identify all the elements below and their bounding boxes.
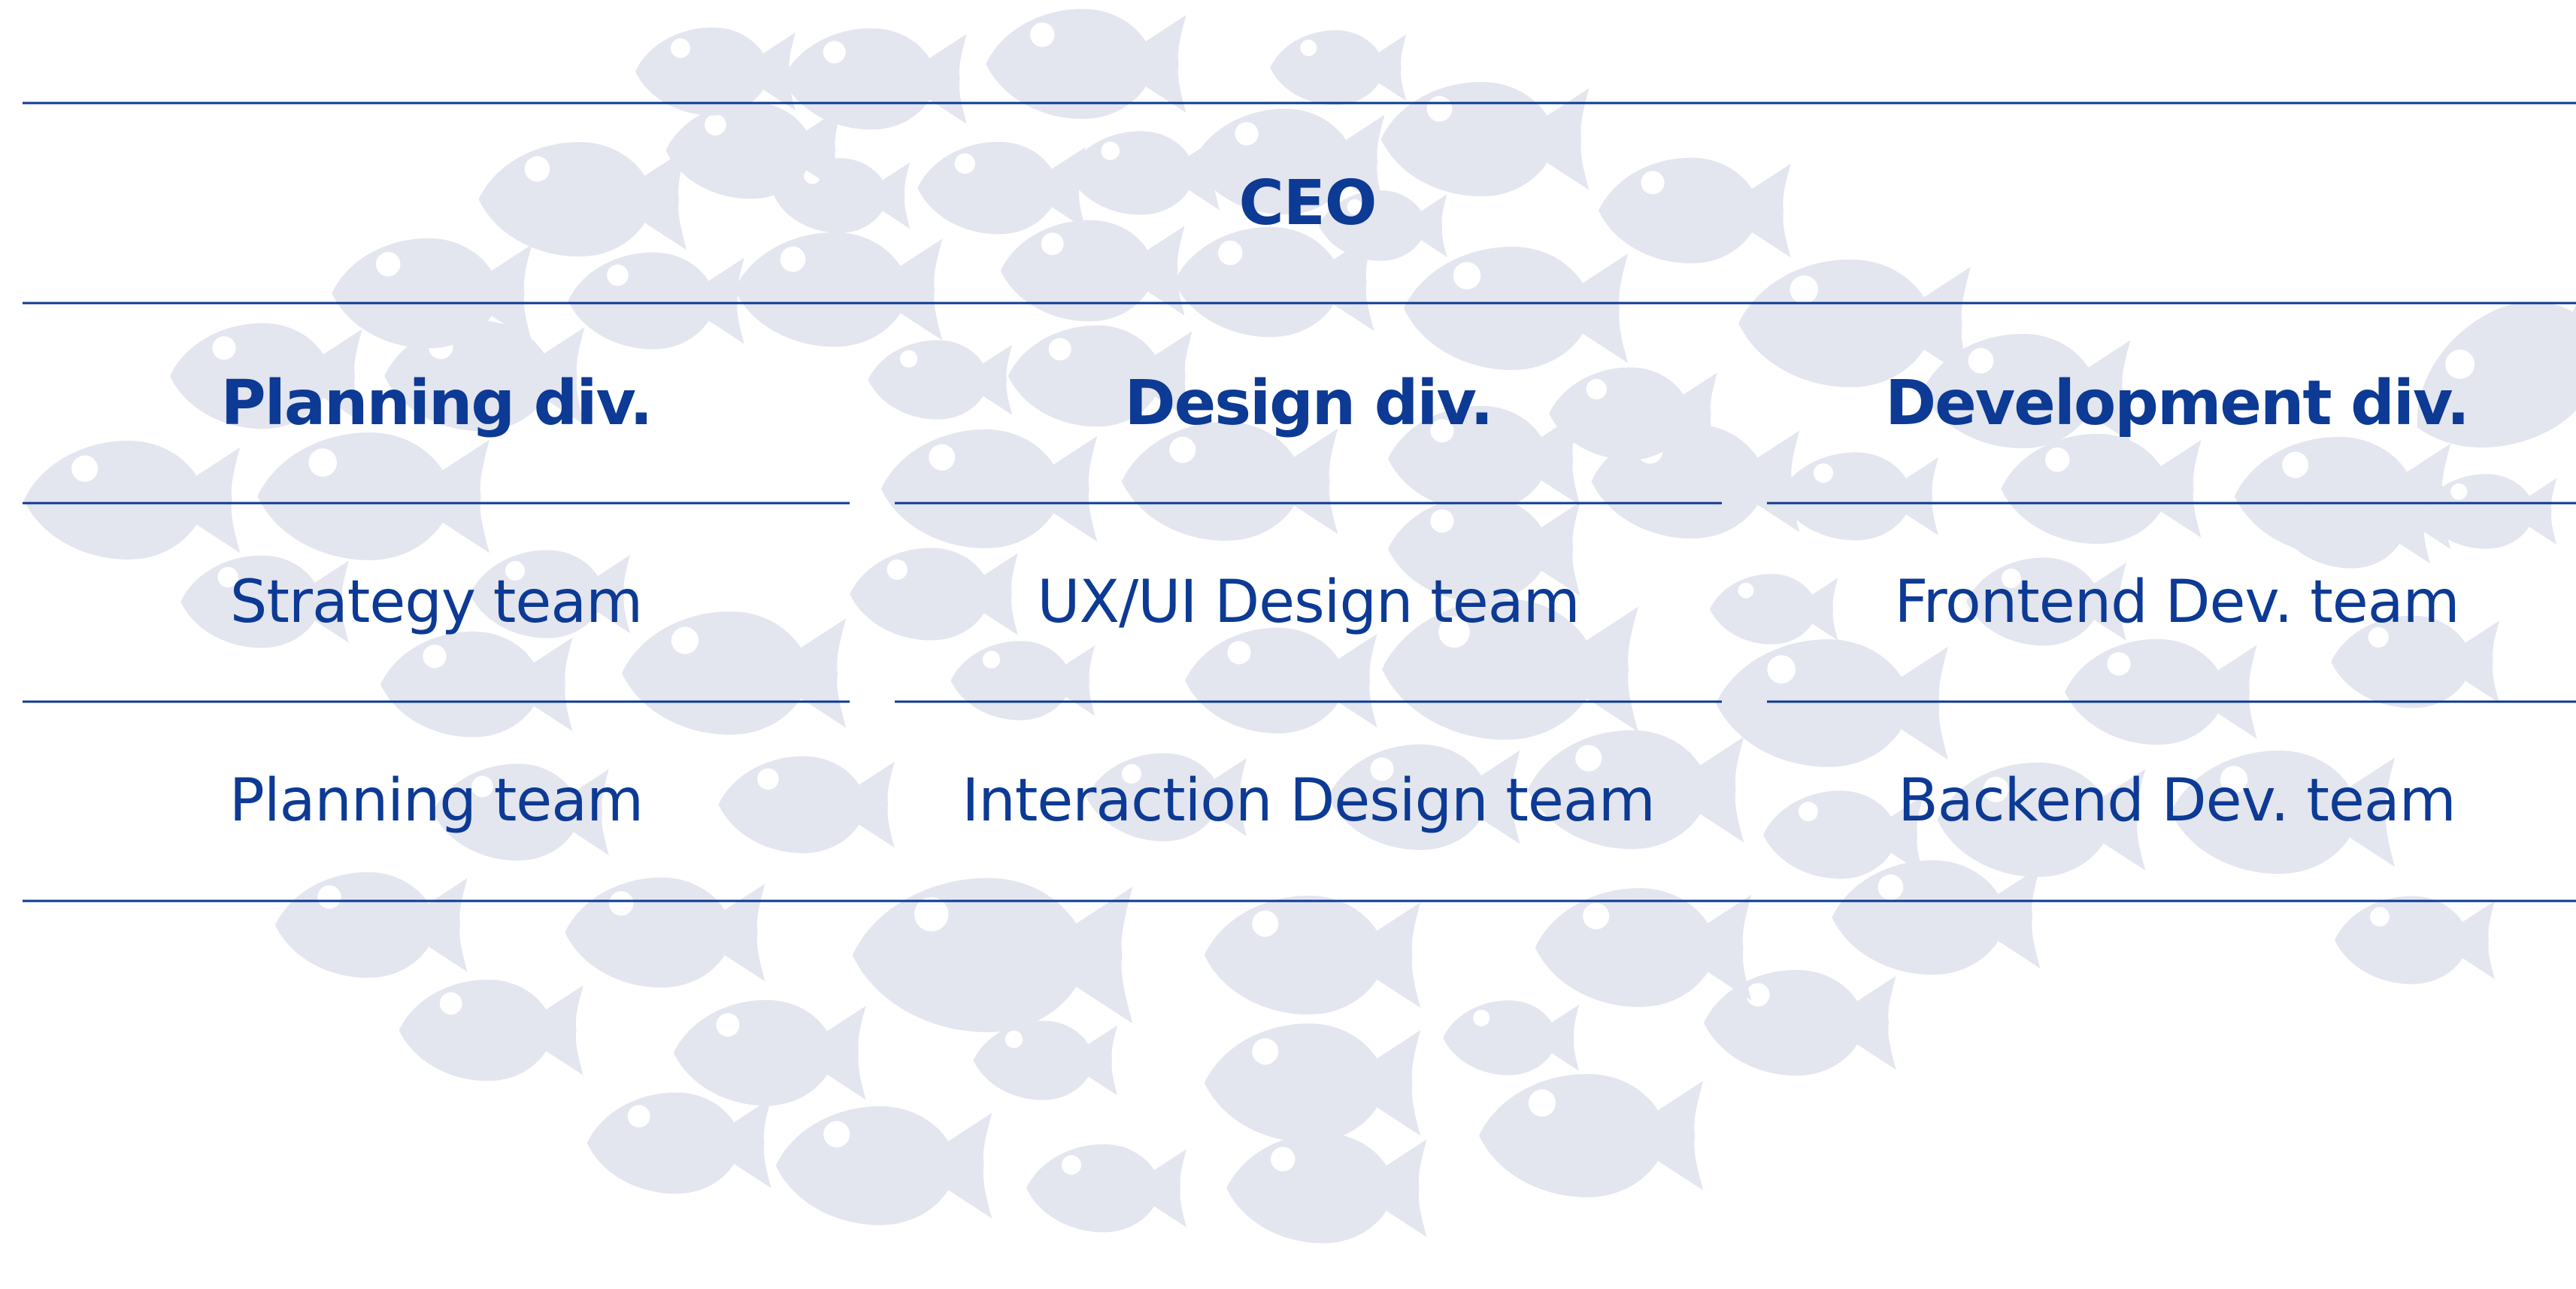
division-design: Design div. xyxy=(1124,367,1494,439)
team-ux-ui-design: UX/UI Design team xyxy=(1037,569,1580,636)
team-planning: Planning team xyxy=(229,767,644,835)
team-interaction-design: Interaction Design team xyxy=(962,767,1655,835)
team-backend-dev: Backend Dev. team xyxy=(1898,767,2456,835)
team-strategy: Strategy team xyxy=(229,569,643,636)
division-planning: Planning div. xyxy=(220,367,653,439)
division-development: Development div. xyxy=(1885,367,2470,439)
team-frontend-dev: Frontend Dev. team xyxy=(1894,569,2459,636)
ceo-label: CEO xyxy=(1238,167,1377,239)
